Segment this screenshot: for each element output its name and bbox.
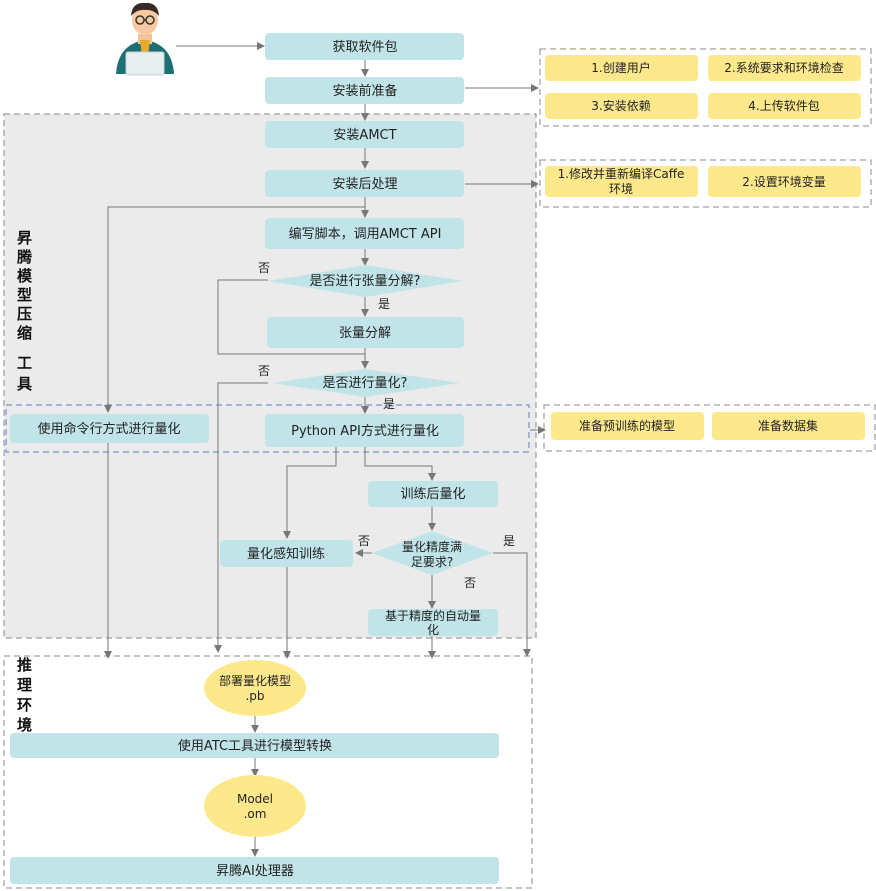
deploy-model-node: 部署量化模型 .pb <box>204 660 306 716</box>
post-install-step: 安装后处理 <box>265 170 464 197</box>
tensor-decision-label: 是否进行张量分解? <box>310 274 421 289</box>
ptq-label: 训练后量化 <box>400 487 465 502</box>
label-yes-quant: 是 <box>383 397 395 411</box>
precision-decision-label-1: 量化精度满 <box>402 539 462 554</box>
qat-label: 量化感知训练 <box>247 546 325 562</box>
compression-tool-label: 昇 腾 模 型 压 缩 工 具 <box>16 229 37 393</box>
pre-install-label: 安装前准备 <box>332 83 397 99</box>
pre-install-task-3: 3.安装依赖 <box>545 93 698 119</box>
qat-step: 量化感知训练 <box>220 540 353 567</box>
inference-env-label: 推 理 环 境 <box>17 656 37 734</box>
label-no-precision-down: 否 <box>464 576 476 590</box>
get-package-label: 获取软件包 <box>332 40 397 55</box>
atc-convert-label: 使用ATC工具进行模型转换 <box>178 738 332 754</box>
get-package-step: 获取软件包 <box>265 33 464 60</box>
label-yes-precision: 是 <box>503 534 515 548</box>
tensor-decomp-step: 张量分解 <box>267 317 464 348</box>
post-install-task-2: 2.设置环境变量 <box>708 166 861 197</box>
label-no-precision-left: 否 <box>358 534 370 548</box>
auto-quant-step: 基于精度的自动量 化 <box>368 608 498 637</box>
post-install-label: 安装后处理 <box>332 177 397 192</box>
processor-step: 昇腾AI处理器 <box>10 857 499 884</box>
python-quant-step: Python API方式进行量化 <box>265 414 464 447</box>
tensor-decision: 是否进行张量分解? <box>268 265 463 297</box>
quant-input-2: 准备数据集 <box>712 412 865 440</box>
label-no-tensor: 否 <box>258 261 270 275</box>
pre-install-task-1-label: 1.创建用户 <box>591 60 650 75</box>
auto-quant-label-2: 化 <box>427 623 439 637</box>
pre-install-task-2: 2.系统要求和环境检查 <box>708 55 861 81</box>
connectors <box>104 42 546 857</box>
python-quant-label: Python API方式进行量化 <box>291 423 439 439</box>
pre-install-task-3-label: 3.安装依赖 <box>591 98 650 113</box>
post-install-task-1-label-2: 环境 <box>609 181 633 196</box>
pre-install-step: 安装前准备 <box>265 77 464 104</box>
model-om-node: Model .om <box>204 775 306 837</box>
label-no-quant: 否 <box>258 364 270 378</box>
precision-decision: 量化精度满 足要求? <box>372 531 493 575</box>
pre-install-task-1: 1.创建用户 <box>545 55 698 81</box>
quant-decision: 是否进行量化? <box>272 369 460 397</box>
pre-install-task-4: 4.上传软件包 <box>708 93 861 119</box>
install-amct-label: 安装AMCT <box>333 128 396 143</box>
cli-quant-step: 使用命令行方式进行量化 <box>10 414 209 443</box>
quant-decision-label: 是否进行量化? <box>323 376 408 391</box>
quant-input-1: 准备预训练的模型 <box>551 412 704 440</box>
pre-install-task-2-label: 2.系统要求和环境检查 <box>724 60 843 75</box>
cli-quant-label: 使用命令行方式进行量化 <box>37 421 180 437</box>
deploy-model-label-2: .pb <box>245 689 264 703</box>
write-script-label: 编写脚本，调用AMCT API <box>289 226 442 242</box>
install-amct-step: 安装AMCT <box>265 121 464 148</box>
tensor-decomp-label: 张量分解 <box>339 326 391 341</box>
post-install-task-2-label: 2.设置环境变量 <box>742 174 825 189</box>
write-script-step: 编写脚本，调用AMCT API <box>265 218 464 249</box>
label-yes-tensor: 是 <box>378 297 390 311</box>
post-install-task-1: 1.修改并重新编译Caffe 环境 <box>545 166 698 197</box>
pre-install-task-4-label: 4.上传软件包 <box>748 98 819 113</box>
model-om-label-1: Model <box>237 792 273 806</box>
model-om-label-2: .om <box>244 807 267 821</box>
post-install-task-1-label-1: 1.修改并重新编译Caffe <box>558 166 685 181</box>
processor-label: 昇腾AI处理器 <box>216 863 294 879</box>
atc-convert-step: 使用ATC工具进行模型转换 <box>10 733 499 758</box>
deploy-model-label-1: 部署量化模型 <box>219 673 291 688</box>
quant-method-band <box>5 404 530 453</box>
ptq-step: 训练后量化 <box>368 481 498 507</box>
auto-quant-label-1: 基于精度的自动量 <box>385 608 481 623</box>
precision-decision-label-2: 足要求? <box>411 555 453 569</box>
user-icon <box>116 2 174 76</box>
quant-input-2-label: 准备数据集 <box>758 418 818 433</box>
quant-input-1-label: 准备预训练的模型 <box>579 418 675 433</box>
